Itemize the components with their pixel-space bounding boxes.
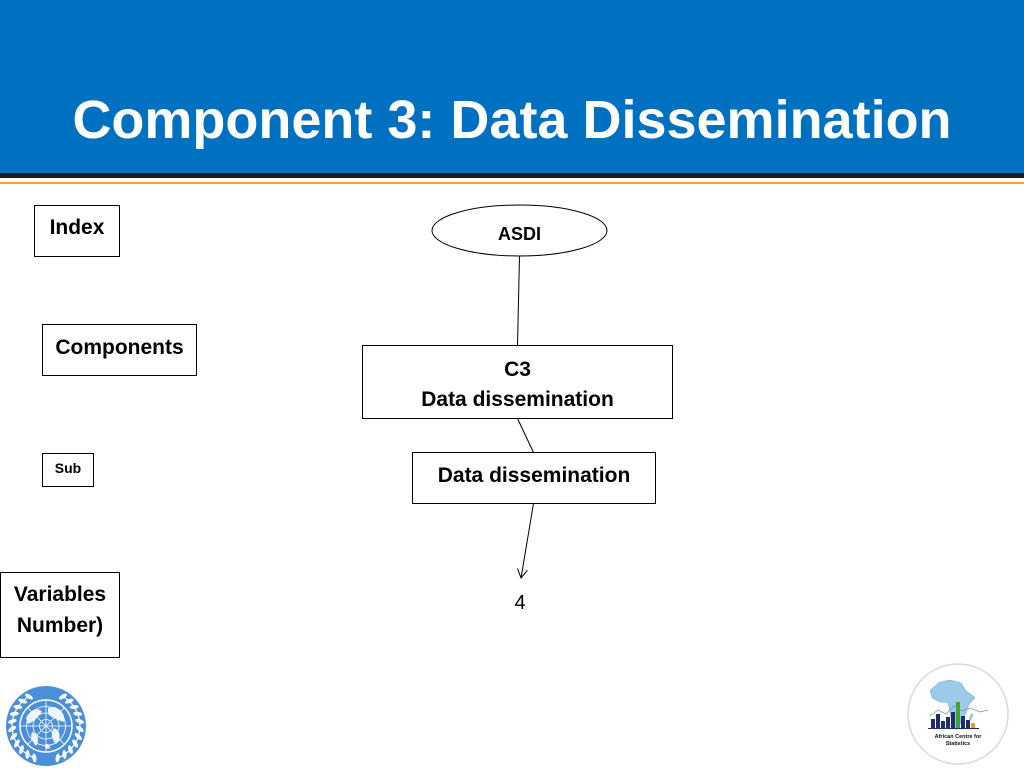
title-divider-dark [0, 173, 1024, 178]
laurel-leaf [19, 745, 24, 754]
component-node-code: C3 [504, 358, 531, 381]
continent-shape [44, 744, 51, 749]
component-node-box [362, 345, 673, 419]
component-tree: ASDI C3 Data dissemination Data dissemin… [362, 204, 673, 614]
laurel-leaf [8, 725, 17, 732]
logo-bar [946, 717, 950, 728]
logo-bar [951, 712, 955, 728]
variables-level-label-line1: Variables [14, 583, 106, 606]
acs-logo-text-line2: Statistics [946, 741, 970, 747]
continent-shape [26, 709, 42, 724]
laurel-leaf [73, 711, 83, 716]
index-level-box [34, 205, 120, 257]
logo-trend-line [929, 705, 989, 717]
logo-bar [936, 714, 940, 728]
continent-shape [31, 732, 39, 746]
laurel-leaf [69, 704, 79, 710]
laurel-leaf [9, 711, 19, 716]
bar-chart-graphic [928, 702, 989, 729]
laurel-wreath [8, 693, 84, 763]
laurel-leaf [72, 739, 79, 748]
continent-shape [51, 728, 60, 744]
sub-component-node-box [412, 452, 656, 504]
logo-bar [971, 723, 975, 728]
components-level-label: Components [55, 336, 183, 359]
logo-bar [966, 720, 970, 728]
arrowhead-icon [517, 568, 528, 579]
laurel-leaf [10, 732, 18, 741]
title-bar [0, 0, 1024, 173]
un-emblem-icon [6, 686, 86, 766]
components-level-box [42, 324, 197, 376]
laurel-leaf [74, 732, 82, 741]
acs-logo-text-line1: African Centre for [935, 734, 983, 740]
sub-component-node-label: Data dissemination [438, 464, 631, 487]
logo-bar [956, 702, 960, 728]
continent-shape [48, 706, 65, 722]
root-node-label: ASDI [498, 224, 541, 244]
laurel-leaf [75, 718, 84, 724]
madagascar-map [968, 713, 974, 721]
sub-level-box [42, 453, 94, 487]
connector-root-to-component [517, 255, 520, 346]
slide-title: Component 3: Data Dissemination [72, 90, 952, 150]
logo-bar [941, 721, 945, 728]
laurel-leaf [32, 753, 37, 763]
laurel-leaf [25, 693, 33, 700]
variables-level-label-line2: Number) [17, 614, 103, 637]
laurel-leaf [62, 750, 67, 760]
component-node-name: Data dissemination [421, 388, 614, 411]
title-divider-accent [0, 182, 1024, 184]
connector-sub-to-variables [520, 503, 534, 579]
acs-logo-icon: African Centre for Statistics [907, 663, 1009, 765]
globe [19, 699, 73, 753]
variable-count-label: 4 [514, 592, 525, 614]
laurel-leaf [18, 698, 28, 704]
logo-bar [931, 719, 935, 728]
laurel-leaf [55, 753, 60, 763]
logo-bar [961, 716, 965, 728]
level-legend: Index Components Sub Variables Number) [0, 205, 197, 658]
sub-level-label: Sub [55, 460, 81, 476]
laurel-leaf [64, 698, 74, 704]
connector-component-to-sub [517, 418, 534, 453]
laurel-leaf [8, 718, 17, 724]
laurel-leaf [68, 745, 73, 754]
index-level-label: Index [50, 216, 105, 239]
laurel-leaf [75, 725, 84, 732]
laurel-leaf [59, 693, 67, 700]
root-node-oval [431, 204, 608, 257]
laurel-leaf [13, 739, 20, 748]
variables-level-box [0, 572, 120, 658]
laurel-leaf [25, 750, 30, 760]
laurel-leaf [13, 704, 23, 710]
